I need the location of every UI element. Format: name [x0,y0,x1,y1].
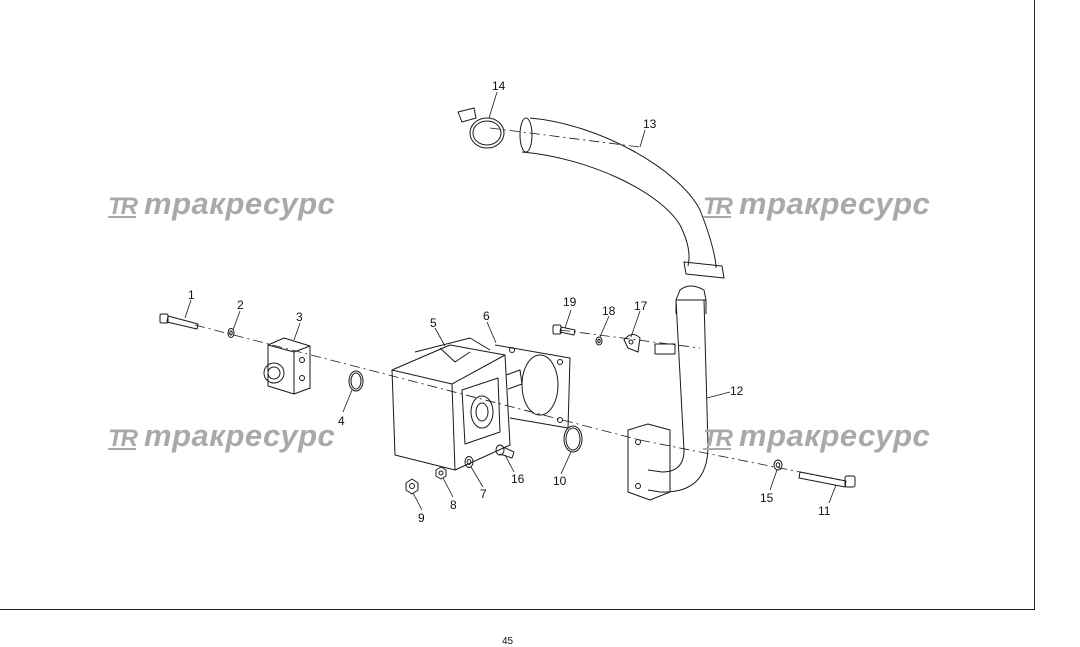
callout-16: 16 [511,472,525,486]
callout-18: 18 [602,304,616,318]
part-10-o-ring [563,425,583,453]
callout-1: 1 [188,288,195,302]
watermark-logo: TR [108,425,138,452]
callout-17: 17 [634,299,648,313]
callout-10: 10 [553,474,567,488]
part-4-o-ring [348,370,364,392]
watermark-logo: TR [108,193,138,220]
part-15-washer [773,459,783,471]
part-16-stud [495,444,515,459]
part-8-nut [435,466,447,480]
part-13-hose [519,117,725,314]
callout-9: 9 [418,511,425,525]
callout-8: 8 [450,498,457,512]
callout-4: 4 [338,414,345,428]
watermark-text: тракресурс [739,418,931,453]
part-18-washer [595,336,603,346]
callout-11: 11 [818,504,831,518]
watermark-text: тракресурс [144,418,336,453]
spacer [654,343,676,355]
callout-2: 2 [237,298,244,312]
leader-lines [184,91,837,511]
watermark-text: тракресурс [739,186,931,221]
callouts: 1 2 3 4 5 6 7 8 9 10 11 12 13 14 15 16 1… [188,79,831,525]
callout-7: 7 [480,487,487,501]
callout-19: 19 [563,295,577,309]
part-2-washer [227,328,235,338]
part-5-pump-body [391,337,523,471]
part-9-nut [405,478,419,495]
part-1-bolt [159,313,199,330]
part-3-flange [263,337,311,395]
part-11-bolt [798,471,856,488]
page-frame [0,0,1035,610]
callout-13: 13 [643,117,657,131]
callout-14: 14 [492,79,506,93]
callout-6: 6 [483,309,490,323]
watermark-logo: TR [703,193,733,220]
callout-3: 3 [296,310,303,324]
callout-12: 12 [730,384,744,398]
part-12-pipe [627,299,709,501]
part-17-clip [623,334,641,353]
watermark-logo: TR [703,425,733,452]
callout-15: 15 [760,491,774,505]
callout-5: 5 [430,316,437,330]
page-number: 45 [502,636,514,647]
watermark-text: тракресурс [144,186,336,221]
part-19-bolt [552,324,576,336]
part-7-washer [464,456,474,468]
part-14-clamp [457,107,505,149]
part-6-plate [494,344,571,429]
